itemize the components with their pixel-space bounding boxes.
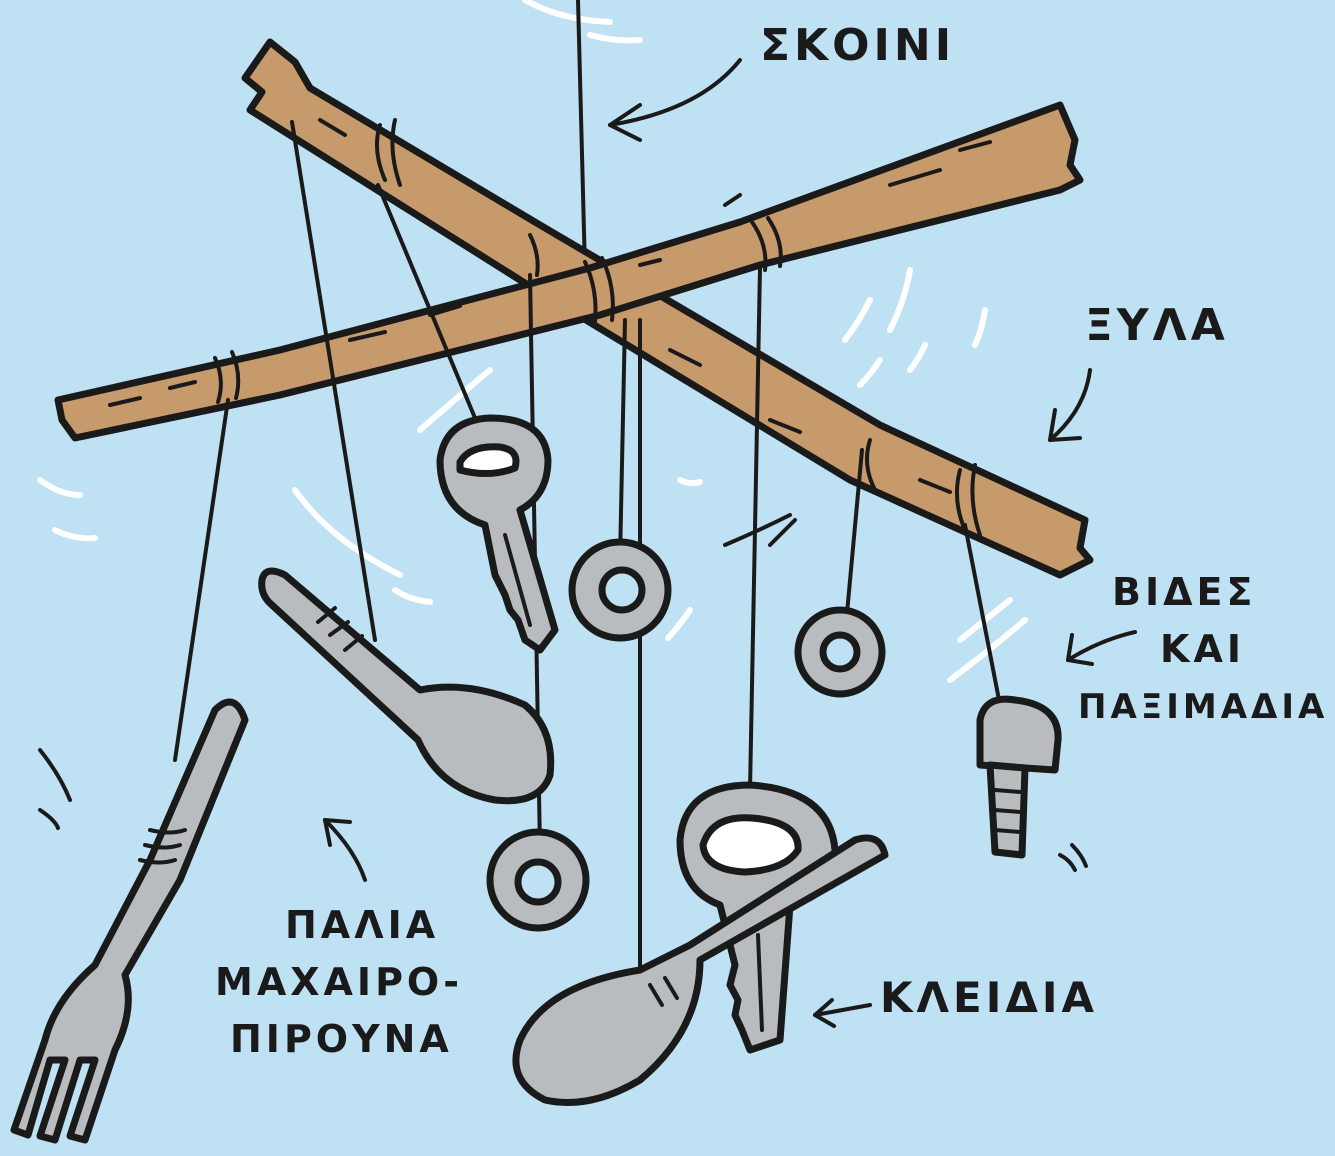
label-rope: ΣΚΟΙΝΙ (760, 20, 955, 71)
label-sticks: ΞΥΛΑ (1085, 300, 1229, 351)
washer-2 (798, 610, 882, 694)
label-screws-2: ΚΑΙ (1160, 627, 1245, 671)
label-cutlery-3: ΠΙΡΟΥΝΑ (230, 1017, 453, 1061)
label-cutlery-2: ΜΑΧΑΙΡΟ- (215, 960, 463, 1004)
washer-3 (490, 832, 586, 928)
label-keys: ΚΛΕΙΔΙΑ (880, 973, 1098, 1022)
label-screws-3: ΠΑΞΙΜΑΔΙΑ (1078, 687, 1328, 727)
label-cutlery-1: ΠΑΛΙΑ (285, 903, 439, 947)
washer-1 (572, 542, 668, 638)
label-screws-1: ΒΙΔΕΣ (1112, 570, 1256, 614)
